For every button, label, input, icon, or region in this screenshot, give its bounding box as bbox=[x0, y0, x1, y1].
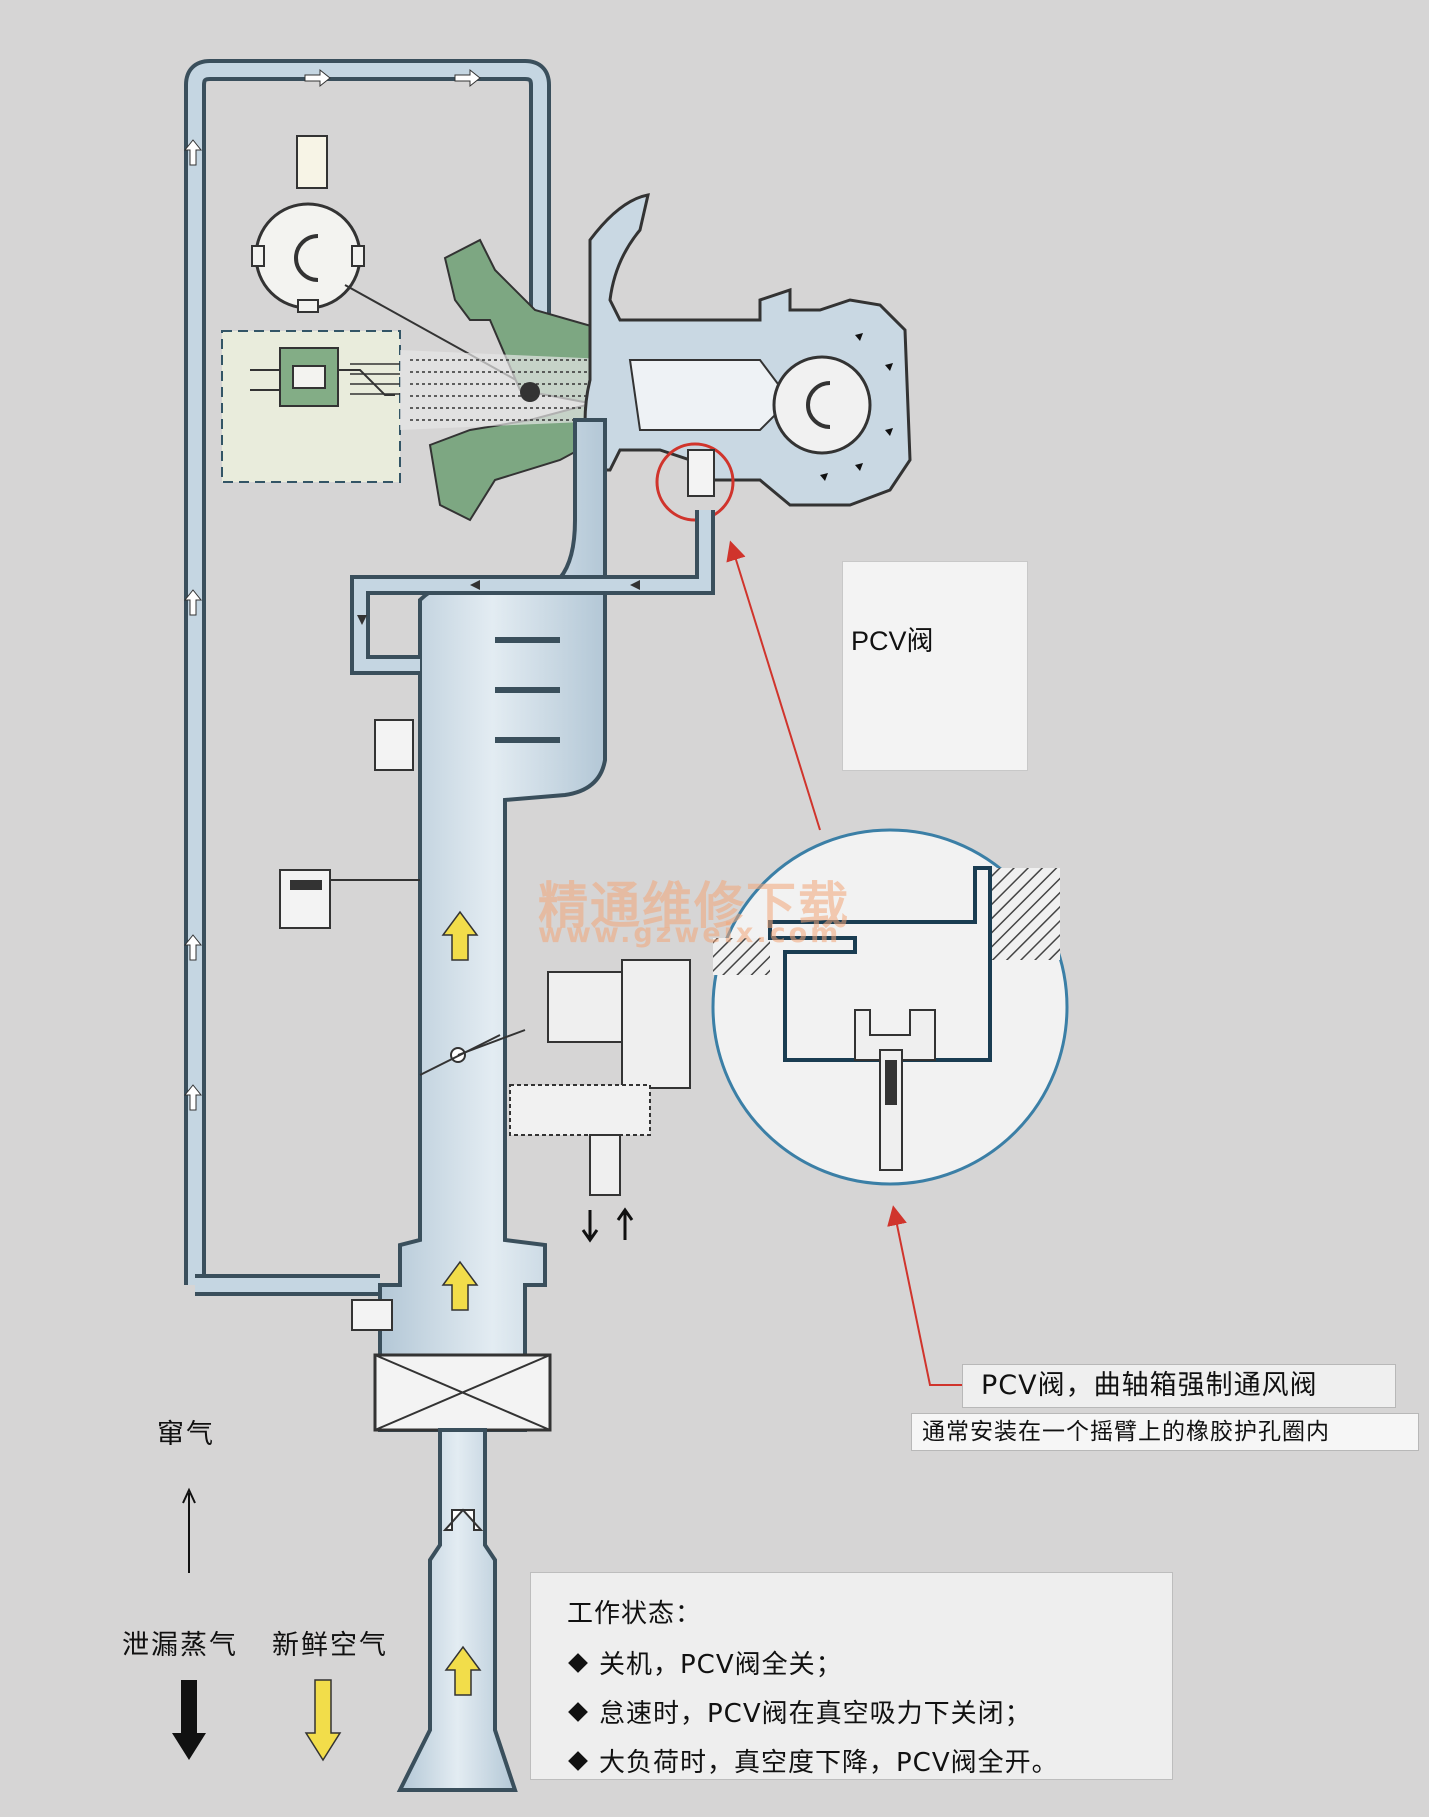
work-state-box: 工作状态： 关机，PCV阀全关； 怠速时，PCV阀在真空吸力下关闭； 大负荷时，… bbox=[530, 1572, 1173, 1780]
air-inlet-tube bbox=[396, 1428, 518, 1792]
work-state-item: 大负荷时，真空度下降，PCV阀全开。 bbox=[567, 1742, 1172, 1779]
legend-vent-label: 窜气 bbox=[157, 1419, 215, 1450]
distributor-cap bbox=[251, 135, 526, 386]
work-state-item: 怠速时，PCV阀在真空吸力下关闭； bbox=[567, 1693, 1172, 1730]
work-state-title: 工作状态： bbox=[567, 1599, 703, 1629]
legend-vent-arrow bbox=[182, 1487, 196, 1573]
legend-leak-arrow bbox=[172, 1680, 206, 1760]
pcv-zoom-detail bbox=[711, 828, 1069, 1186]
legend-fresh-air-label: 新鲜空气 bbox=[272, 1630, 388, 1661]
pcv-photo-card: PCV阀 bbox=[842, 561, 1028, 771]
watermark-text: 精通维修下载 bbox=[538, 876, 850, 935]
bullet-diamond-icon bbox=[568, 1702, 588, 1722]
pcv-photo-label: PCV阀 bbox=[851, 626, 934, 656]
breather-hose bbox=[183, 59, 551, 1296]
work-state-item-text: 大负荷时，真空度下降，PCV阀全开。 bbox=[599, 1748, 1059, 1778]
watermark-url: www.gzweix.com bbox=[538, 918, 842, 949]
pcv-pointer-lines bbox=[726, 540, 962, 1386]
work-state-item: 关机，PCV阀全关； bbox=[567, 1644, 1172, 1681]
work-state-item-text: 关机，PCV阀全关； bbox=[599, 1650, 843, 1680]
bullet-diamond-icon bbox=[568, 1653, 588, 1673]
intake-manifold bbox=[350, 418, 715, 1432]
work-state-item-text: 怠速时，PCV阀在真空吸力下关闭； bbox=[599, 1699, 1032, 1729]
carburetor-detail-box bbox=[221, 330, 401, 483]
pcv-callout-subtitle: 通常安装在一个摇臂上的橡胶护孔圈内 bbox=[911, 1413, 1419, 1451]
pcv-callout-title: PCV阀，曲轴箱强制通风阀 bbox=[962, 1364, 1396, 1408]
side-sensor bbox=[279, 719, 420, 1331]
air-filter bbox=[373, 1353, 552, 1432]
legend-leak-vapor-label: 泄漏蒸气 bbox=[122, 1630, 238, 1661]
legend-fresh-air-arrow bbox=[304, 1679, 342, 1762]
crankcase bbox=[583, 193, 912, 522]
bullet-diamond-icon bbox=[568, 1751, 588, 1771]
fresh-air-flow-arrows bbox=[441, 910, 482, 1696]
throttle-body-assembly bbox=[509, 959, 691, 1243]
